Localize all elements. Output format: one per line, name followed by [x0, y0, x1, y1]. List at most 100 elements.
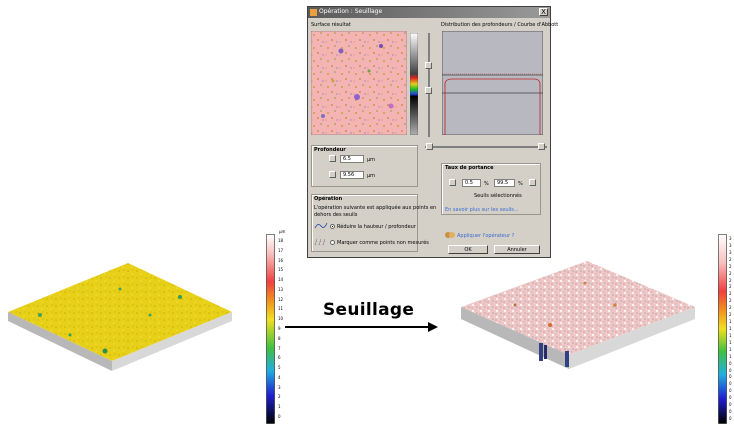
- depth-top-spinner[interactable]: [329, 155, 336, 162]
- colorbar-tick-label: 9: [278, 326, 281, 331]
- colorbar-tick-label: 0: [729, 416, 732, 421]
- colorbar-tick-label: 2: [729, 256, 732, 262]
- surface-label: Surface résultat: [311, 22, 351, 28]
- colorbar-tick-label: 17: [278, 247, 284, 253]
- depth-top-field[interactable]: 6.5: [340, 155, 364, 163]
- depth-slider-track[interactable]: [428, 33, 430, 137]
- colorbar-tick-label: 11: [278, 306, 284, 312]
- arrow-icon: [285, 322, 438, 332]
- taux-right-field[interactable]: 99.5: [494, 179, 515, 187]
- colorbar-tick-label: 13: [278, 286, 284, 292]
- mark-unmeasured-icon: [314, 238, 326, 246]
- seuils-label: Seuils sélectionnés: [474, 193, 522, 199]
- colorbar-tick-label: 0: [729, 381, 732, 387]
- taux-label: Taux de portance: [445, 165, 494, 171]
- taux-slider-left-handle[interactable]: [426, 143, 433, 150]
- colorbar-tick-label: 3: [278, 384, 281, 390]
- taux-slider-right-handle[interactable]: [538, 143, 545, 150]
- depth-bottom-spinner[interactable]: [329, 171, 336, 178]
- colorbar-tick-label: 2: [729, 277, 732, 283]
- depth-top-unit: µm: [367, 157, 376, 163]
- colorbar-tick-label: 1: [729, 339, 732, 345]
- option-reduce-radio[interactable]: [330, 224, 335, 229]
- dialog-titlebar[interactable]: Opération : Seuillage X: [308, 7, 550, 18]
- colorbar-tick-label: 2: [729, 270, 732, 276]
- operation-desc-line2: dehors des seuils: [314, 212, 358, 218]
- taux-left-spinner[interactable]: [449, 179, 456, 186]
- profondeur-label: Profondeur: [314, 147, 346, 153]
- cancel-button[interactable]: Annuler: [494, 245, 540, 254]
- colorbar-tick-label: 2: [729, 284, 732, 290]
- close-button[interactable]: X: [539, 8, 548, 16]
- reduce-height-icon: [314, 222, 328, 229]
- apply-operator-link[interactable]: Appliquer l'opérateur ?: [457, 233, 515, 239]
- colorbar-tick-label: 2: [278, 394, 281, 400]
- colorbar-tick-label: 15: [278, 267, 284, 273]
- colorbar-tick-label: 3: [729, 242, 732, 248]
- colorbar-tick-label: 16: [278, 257, 284, 263]
- colorbar-tick-label: 0: [729, 374, 732, 380]
- colorbar-tick-label: 4: [278, 374, 281, 380]
- left-surface-3d: [8, 263, 232, 371]
- colorbar-tick-label: 0: [729, 409, 732, 415]
- abbott-curve-plot: [442, 31, 543, 135]
- colorbar-tick-label: 12: [278, 296, 284, 302]
- option-reduce-label: Réduire la hauteur / profondeur: [337, 224, 416, 230]
- seuillage-arrow-label: Seuillage: [323, 300, 415, 320]
- option-mark-label: Marquer comme points non mesurés: [337, 240, 429, 246]
- colorbar-tick-label: 1: [729, 326, 732, 331]
- colorbar-tick-label: 1: [729, 346, 732, 352]
- colorbar-tick-label: 18: [278, 238, 284, 243]
- colorbar-tick-label: 1: [729, 353, 732, 359]
- colorbar-tick-label: 2: [729, 263, 732, 269]
- colorbar-tick-label: 0: [729, 367, 732, 373]
- colorbar-tick-label: 0: [729, 388, 732, 394]
- colorbar-tick-label: 2: [729, 305, 732, 311]
- depth-bottom-unit: µm: [367, 173, 376, 179]
- colorbar-tick-label: 2: [729, 291, 732, 297]
- operation-group: [311, 194, 418, 252]
- operator-icon: [445, 232, 455, 238]
- taux-slider-track[interactable]: [425, 146, 547, 148]
- dialog-colorbar: [410, 33, 418, 135]
- operation-desc-line1: L'opération suivante est appliquée aux p…: [314, 205, 437, 211]
- colorbar-tick-label: 0: [729, 395, 732, 401]
- colorbar-tick-label: 10: [278, 316, 284, 322]
- left-colorbar: [266, 234, 275, 424]
- taux-left-percent: %: [484, 181, 489, 187]
- taux-left-field[interactable]: 0.5: [462, 179, 481, 187]
- depth-slider-bottom-handle[interactable]: [425, 87, 432, 94]
- colorbar-tick-label: 2: [729, 298, 732, 304]
- ok-button[interactable]: OK: [448, 245, 488, 254]
- colorbar-tick-label: 6: [278, 355, 281, 361]
- left-colorbar-unit: µm: [279, 229, 286, 234]
- colorbar-tick-label: 1: [729, 319, 732, 325]
- taux-right-percent: %: [518, 181, 523, 187]
- dialog-title: Opération : Seuillage: [319, 8, 383, 15]
- colorbar-tick-label: 0: [729, 402, 732, 408]
- colorbar-tick-label: 2: [729, 312, 732, 318]
- app-icon: [310, 9, 317, 16]
- colorbar-tick-label: 5: [278, 365, 281, 371]
- taux-group: [441, 163, 541, 215]
- seuillage-dialog: Opération : Seuillage X Surface résultat: [307, 6, 558, 258]
- colorbar-tick-label: 3: [729, 249, 732, 255]
- right-surface-3d: [461, 261, 695, 369]
- right-colorbar: [718, 234, 727, 424]
- option-mark-radio[interactable]: [330, 240, 335, 245]
- colorbar-tick-label: 0: [729, 360, 732, 366]
- colorbar-tick-label: 0: [278, 414, 281, 419]
- depth-slider-top-handle[interactable]: [425, 62, 432, 69]
- seuils-help-link[interactable]: En savoir plus sur les seuils...: [445, 207, 519, 213]
- depth-bottom-field[interactable]: 9.56: [340, 171, 364, 179]
- colorbar-tick-label: 8: [278, 335, 281, 341]
- profondeur-group: [311, 145, 418, 187]
- colorbar-tick-label: 7: [278, 345, 281, 351]
- distribution-label: Distribution des profondeurs / Courbe d'…: [441, 22, 559, 28]
- operation-label: Opération: [314, 196, 343, 202]
- colorbar-tick-label: 14: [278, 277, 284, 283]
- colorbar-tick-label: 1: [278, 404, 281, 410]
- taux-right-spinner[interactable]: [529, 179, 536, 186]
- surface-result-image: [311, 31, 407, 135]
- colorbar-tick-label: 1: [729, 332, 732, 338]
